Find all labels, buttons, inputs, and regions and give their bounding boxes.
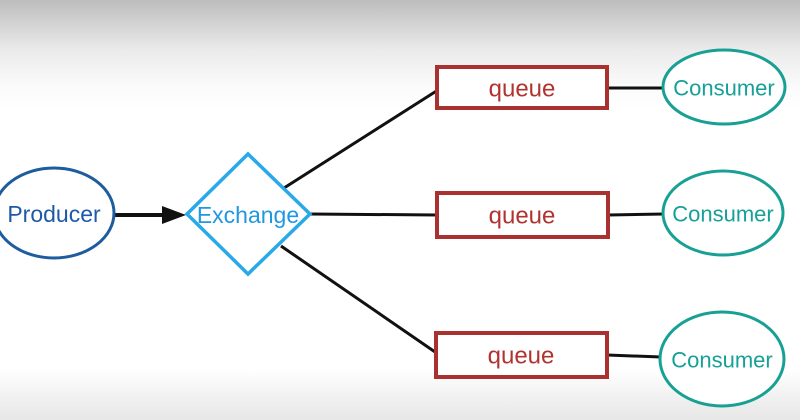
edges	[114, 86, 665, 359]
node-producer: Producer	[0, 166, 116, 260]
arrowhead-producer-exchange-icon	[162, 206, 186, 224]
queue-3-rect	[434, 331, 609, 379]
queue-1-rect	[435, 65, 609, 110]
node-queue-2: queue	[435, 191, 610, 239]
node-consumer-2: Consumer	[661, 169, 785, 257]
consumer-1-label: Consumer	[673, 76, 774, 101]
node-consumer-1: Consumer	[661, 48, 787, 126]
edge-queue2-consumer2	[607, 212, 665, 217]
producer-label: Producer	[7, 201, 101, 227]
edge-exchange-queue-2	[309, 212, 438, 217]
consumer-2-ellipse	[661, 169, 785, 257]
consumer-2-label: Consumer	[672, 202, 773, 227]
node-exchange: Exchange	[184, 151, 313, 277]
queue-3-label: queue	[488, 343, 555, 370]
consumer-1-ellipse	[661, 48, 787, 126]
exchange-label: Exchange	[197, 202, 299, 228]
node-queue-1: queue	[435, 65, 609, 110]
node-consumer-3: Consumer	[658, 310, 786, 408]
node-queue-3: queue	[434, 331, 609, 379]
queue-1-label: queue	[489, 76, 556, 103]
edge-exchange-queue-1	[283, 88, 439, 190]
consumer-3-ellipse	[658, 310, 786, 408]
exchange-diamond	[184, 151, 313, 277]
producer-ellipse	[0, 166, 116, 260]
queue-2-label: queue	[489, 203, 556, 230]
edge-queue3-consumer3	[606, 353, 662, 359]
edge-exchange-queue-3	[280, 244, 439, 356]
queue-2-rect	[435, 191, 610, 239]
consumer-3-label: Consumer	[671, 348, 772, 373]
